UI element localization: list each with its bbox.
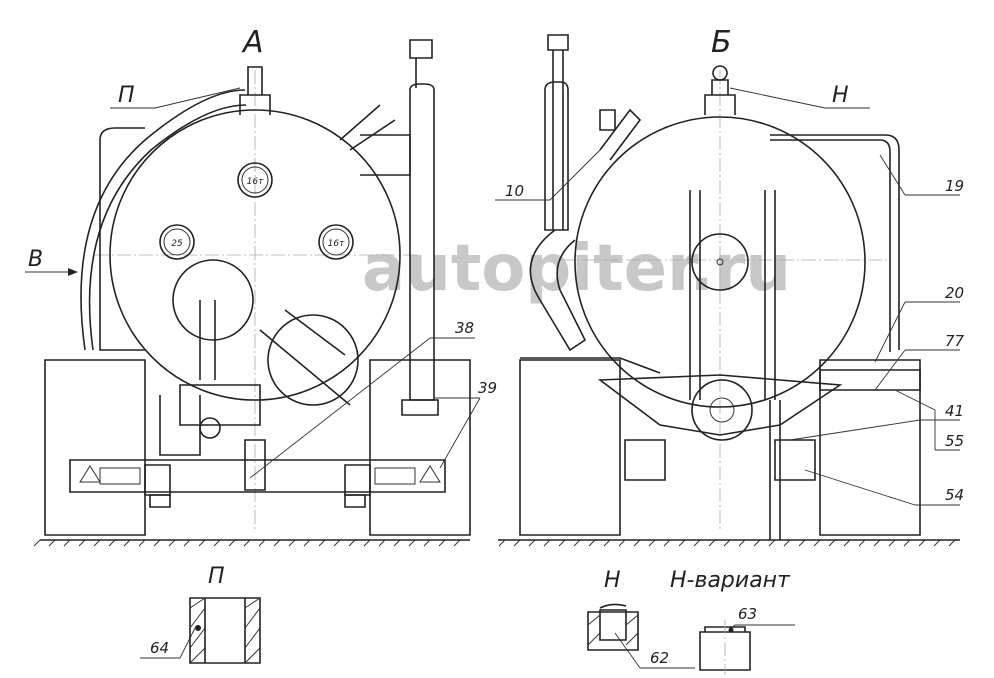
marker-n: Н [832, 83, 849, 108]
right-tire-1 [519, 359, 621, 536]
view-title-b: Б [711, 25, 732, 60]
left-tire-1 [44, 359, 146, 536]
tank-shell-a [109, 109, 401, 401]
ground-right [498, 539, 960, 547]
callout-54: 54 [945, 486, 964, 504]
exhaust-pipe-a [409, 39, 435, 401]
tank-shell-b [574, 116, 866, 408]
callout-64: 64 [150, 639, 169, 657]
ground-left [33, 539, 470, 547]
callout-19: 19 [945, 177, 964, 195]
gauge-label-left: 25 [171, 239, 183, 249]
callout-77: 77 [945, 332, 965, 350]
marker-p: П [118, 83, 135, 108]
callout-10: 10 [505, 182, 524, 200]
marker-v: В [28, 247, 43, 272]
callout-63: 63 [738, 605, 757, 623]
detail-p-title: П [208, 564, 225, 589]
callout-39: 39 [478, 379, 497, 397]
view-a-rear [44, 39, 471, 536]
callout-38: 38 [455, 319, 474, 337]
detail-n [587, 603, 639, 651]
rear-bumper-a [69, 459, 446, 493]
detail-p [189, 597, 261, 664]
detail-n-title: Н [604, 568, 621, 593]
callout-20: 20 [945, 284, 964, 302]
view-title-a: А [241, 25, 264, 60]
callout-41: 41 [945, 402, 964, 420]
view-b-front [519, 34, 921, 540]
right-tire-2 [819, 359, 921, 536]
gauge-label-top: 16т [247, 177, 264, 187]
detail-n-variant [699, 620, 751, 675]
callout-55: 55 [945, 432, 964, 450]
leader-lines [25, 87, 960, 669]
detail-n-variant-title: Н-вариант [670, 568, 791, 593]
left-tire-2 [369, 359, 471, 536]
gauge-label-right: 16т [328, 239, 345, 249]
callout-62: 62 [650, 649, 669, 667]
exhaust-pipe-b [544, 34, 569, 231]
